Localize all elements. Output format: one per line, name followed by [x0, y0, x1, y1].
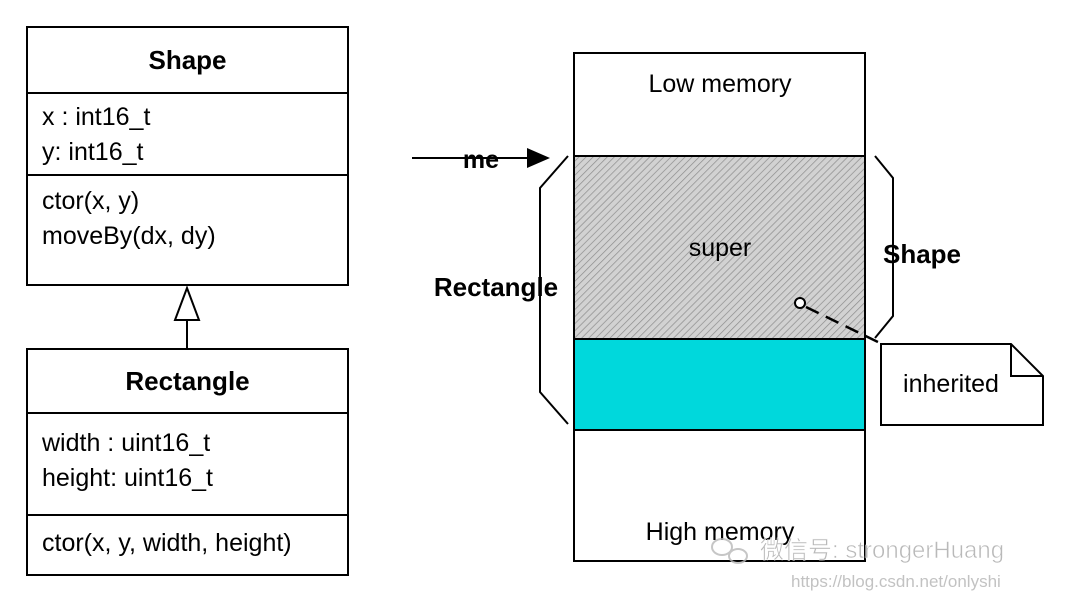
rectangle-attr-width: width : uint16_t	[42, 429, 211, 457]
rectangle-class-name: Rectangle	[125, 366, 250, 396]
shape-brace	[874, 155, 894, 339]
shape-class-box: Shape x : int16_t y: int16_t ctor(x, y) …	[26, 26, 349, 286]
rectangle-own-region	[573, 338, 866, 431]
note-fold	[1010, 344, 1043, 377]
inheritance-arrow	[173, 285, 201, 348]
inherited-label: inherited	[903, 370, 999, 398]
rectangle-operations: ctor(x, y, width, height)	[28, 514, 347, 574]
inheritance-arrowhead	[173, 285, 201, 321]
high-memory-label: High memory	[646, 518, 795, 546]
url-watermark-text: https://blog.csdn.net/onlyshi	[791, 572, 1001, 591]
wechat-icon	[711, 538, 748, 564]
shape-attr-y: y: int16_t	[42, 138, 144, 166]
wechat-watermark-text: 微信号: strongerHuang	[760, 537, 1004, 564]
rectangle-class-box: Rectangle width : uint16_t height: uint1…	[26, 348, 349, 576]
rectangle-attributes: width : uint16_t height: uint16_t	[28, 412, 347, 514]
me-label: me	[463, 146, 499, 174]
me-pointer-arrowhead	[527, 148, 550, 168]
rectangle-attr-height: height: uint16_t	[42, 464, 213, 492]
shape-memory-label: Shape	[883, 239, 961, 269]
super-region	[573, 155, 866, 340]
shape-op-moveby: moveBy(dx, dy)	[42, 222, 216, 250]
shape-attr-x: x : int16_t	[42, 103, 151, 131]
rectangle-memory-label: Rectangle	[434, 272, 558, 302]
note-anchor-circle	[794, 297, 806, 309]
low-memory-label: Low memory	[648, 70, 792, 98]
note-box	[880, 343, 1044, 426]
shape-op-ctor: ctor(x, y)	[42, 187, 140, 215]
inherited-note: inherited	[880, 343, 1044, 426]
watermark: 微信号: strongerHuang https://blog.csdn.net…	[711, 537, 1004, 591]
me-pointer: me	[412, 146, 550, 174]
shape-attributes: x : int16_t y: int16_t	[28, 92, 347, 174]
rectangle-op-ctor: ctor(x, y, width, height)	[42, 529, 292, 557]
shape-operations: ctor(x, y) moveBy(dx, dy)	[28, 174, 347, 284]
super-label: super	[689, 234, 752, 262]
rectangle-brace	[539, 155, 569, 425]
shape-class-name: Shape	[148, 45, 227, 75]
note-connector	[805, 305, 881, 345]
